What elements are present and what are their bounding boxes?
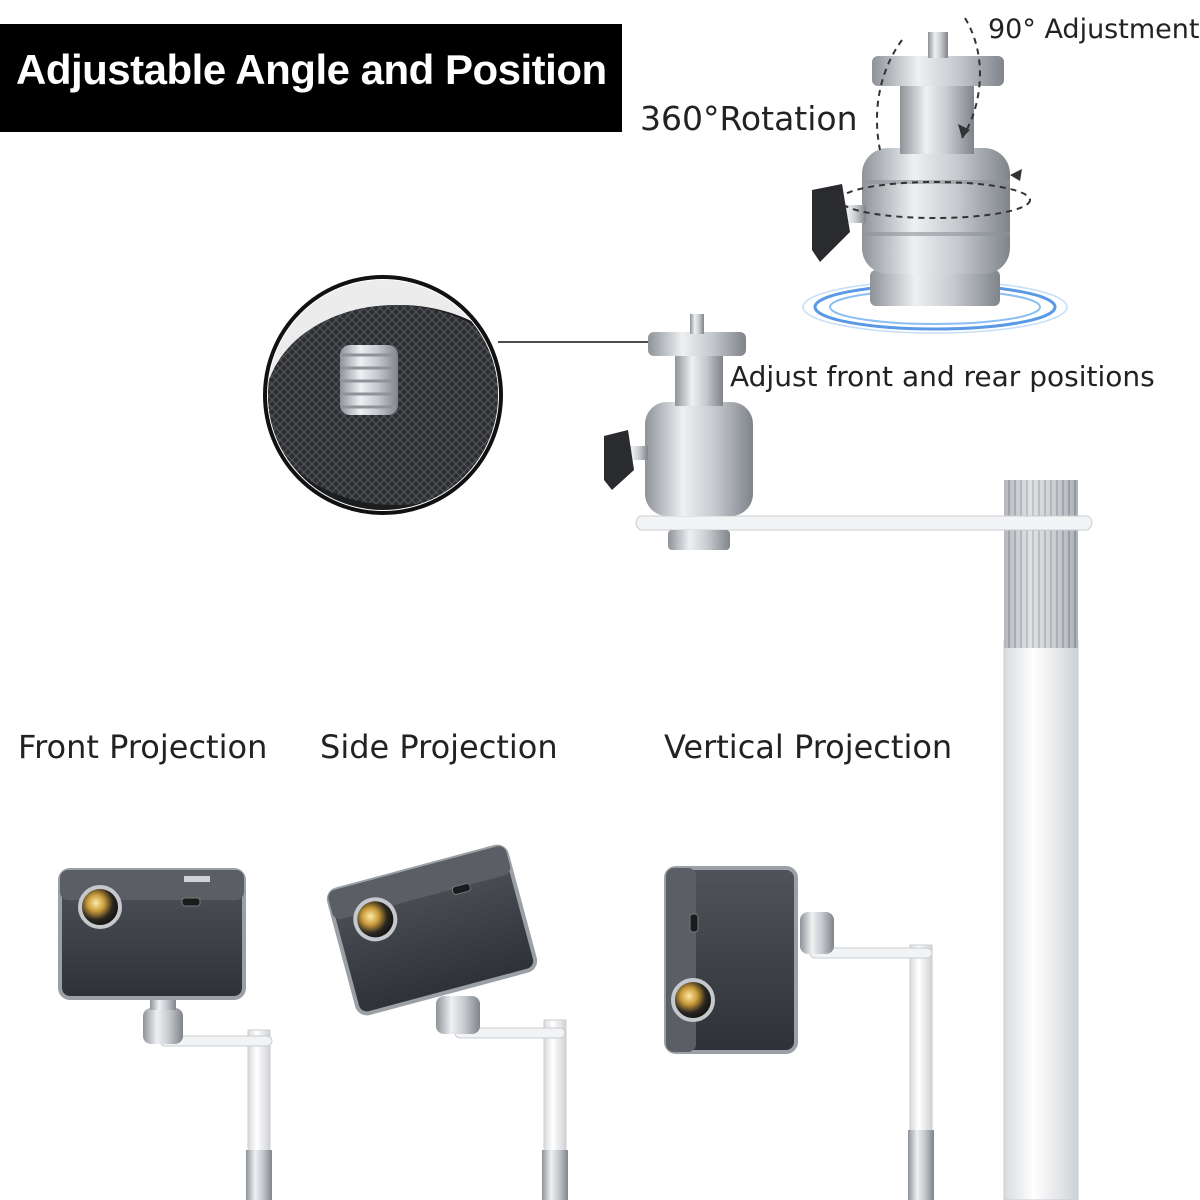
front-rear-label: Adjust front and rear positions xyxy=(730,360,1155,393)
vertical-projection-setup xyxy=(664,866,934,1200)
vertical-projection-label: Vertical Projection xyxy=(664,728,953,766)
adjustment-90-label: 90° Adjustment xyxy=(988,14,1200,45)
title-banner xyxy=(0,24,622,132)
front-projection-label: Front Projection xyxy=(18,728,268,766)
rotation-360-label: 360°Rotation xyxy=(640,99,858,138)
main-mount xyxy=(604,314,1093,1200)
side-projection-label: Side Projection xyxy=(320,728,558,766)
side-projection-setup xyxy=(326,844,568,1200)
screw-detail-zoom xyxy=(263,275,650,515)
page-title: Adjustable Angle and Position xyxy=(16,46,607,93)
ball-head-large xyxy=(802,17,1068,334)
front-projection-setup xyxy=(58,868,273,1200)
